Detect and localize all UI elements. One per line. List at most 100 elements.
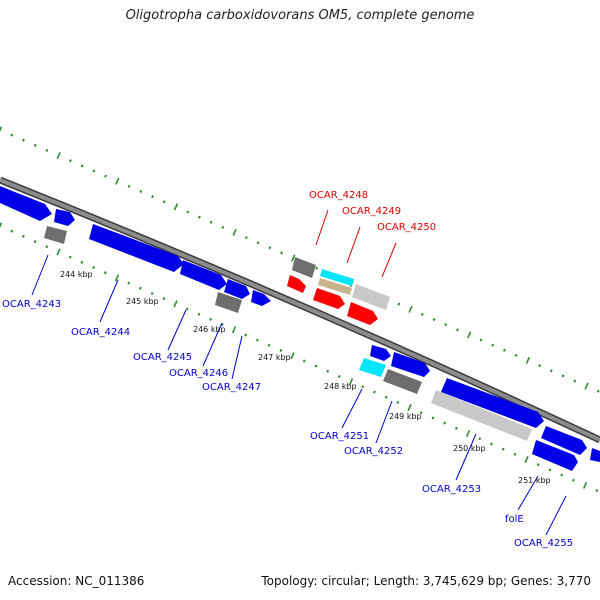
outer-track-minor-tick xyxy=(162,200,166,204)
inner-track-minor-tick xyxy=(244,333,248,337)
gene-ocar-4248-arrow[interactable] xyxy=(287,275,306,293)
outer-track-minor-tick xyxy=(397,302,401,306)
outer-track-minor-tick xyxy=(538,364,541,368)
outer-track-minor-tick xyxy=(315,266,319,270)
outer-track-minor-tick xyxy=(479,338,483,342)
gene-label-ocar-4245[interactable]: OCAR_4245 xyxy=(133,352,192,363)
inner-track-minor-tick xyxy=(197,312,201,316)
gene-ocar-4246-arrow[interactable] xyxy=(224,279,250,299)
scale-label: 247 kbp xyxy=(258,353,291,362)
inner-track-minor-tick xyxy=(302,359,306,363)
outer-track-minor-tick xyxy=(127,184,131,188)
outer-track-major-tick xyxy=(173,203,179,211)
inner-track-major-tick xyxy=(231,326,237,334)
leader-ocar-4247 xyxy=(231,335,243,380)
gene-ocar-4247-arrow[interactable] xyxy=(251,290,271,306)
gene-ocar-4253-box[interactable] xyxy=(431,390,532,441)
genome-stats-label: Topology: circular; Length: 3,745,629 bp… xyxy=(261,574,591,588)
inner-track-major-tick xyxy=(407,404,412,412)
gene-ocar-4242-arrow[interactable] xyxy=(0,186,52,221)
inner-track-minor-tick xyxy=(267,343,271,347)
outer-track-minor-tick xyxy=(45,148,49,152)
inner-track-minor-tick xyxy=(419,411,423,415)
genome-backbone xyxy=(0,176,600,444)
gene-ocar-4249-cyan[interactable] xyxy=(320,269,354,286)
outer-track-minor-tick xyxy=(573,379,577,383)
gene-ocar-4253-arrow[interactable] xyxy=(441,378,544,428)
gene-label-ocar-4251[interactable]: OCAR_4251 xyxy=(310,431,369,442)
inner-track-minor-tick xyxy=(314,364,318,368)
inner-track-minor-tick xyxy=(162,297,166,301)
gene-label-ocar-4243[interactable]: OCAR_4243 xyxy=(2,299,61,310)
gene-ocar-4251-arrow-top[interactable] xyxy=(370,345,391,361)
gene-label-fole[interactable]: folE xyxy=(505,514,524,525)
inner-track-minor-tick xyxy=(490,442,493,446)
outer-track-minor-tick xyxy=(186,210,190,214)
gene-label-ocar-4253[interactable]: OCAR_4253 xyxy=(422,484,481,495)
scale-label: 251 kbp xyxy=(518,476,551,485)
gene-label-ocar-4244[interactable]: OCAR_4244 xyxy=(71,327,130,338)
outer-track-major-tick xyxy=(56,152,61,160)
gene-ocar-4251-cyan[interactable] xyxy=(359,358,386,377)
outer-track-minor-tick xyxy=(104,174,107,178)
outer-track-minor-tick xyxy=(444,323,448,327)
gene-ocar-4243-arrow[interactable] xyxy=(54,209,75,226)
inner-track-minor-tick xyxy=(68,255,72,259)
outer-track-minor-tick xyxy=(80,164,84,168)
gene-label-ocar-4248[interactable]: OCAR_4248 xyxy=(309,190,368,201)
inner-track-minor-tick xyxy=(127,281,131,285)
gene-ocar-4249-arrow[interactable] xyxy=(313,288,345,309)
outer-track-major-tick xyxy=(291,254,296,262)
gene-ocar-4250-box[interactable] xyxy=(352,284,390,310)
inner-track-minor-tick xyxy=(513,452,517,456)
gene-ocar-4244-arrow[interactable] xyxy=(89,224,184,272)
gene-label-ocar-4252[interactable]: OCAR_4252 xyxy=(344,446,403,457)
outer-track-minor-tick xyxy=(244,236,248,240)
gene-label-ocar-4249[interactable]: OCAR_4249 xyxy=(342,206,401,217)
inner-track-major-tick xyxy=(524,455,529,463)
outer-track-minor-tick xyxy=(68,159,72,163)
gene-label-ocar-4246[interactable]: OCAR_4246 xyxy=(169,368,228,379)
gene-ocar-4249-tan[interactable] xyxy=(318,278,352,295)
leader-ocar-4244 xyxy=(99,279,119,323)
leader-ocar-4255 xyxy=(545,495,567,536)
gene-fole-arrow[interactable] xyxy=(541,426,587,455)
outer-track-minor-tick xyxy=(268,246,272,250)
gene-label-ocar-4255[interactable]: OCAR_4255 xyxy=(514,538,573,549)
gene-label-ocar-4250[interactable]: OCAR_4250 xyxy=(377,222,436,233)
outer-track-minor-tick xyxy=(151,195,154,199)
gene-ocar-4252-box[interactable] xyxy=(383,369,422,394)
inner-track-minor-tick xyxy=(103,271,107,275)
inner-track-minor-tick xyxy=(92,265,96,270)
leader-ocar-4246 xyxy=(202,322,223,367)
gene-label-ocar-4247[interactable]: OCAR_4247 xyxy=(202,382,261,393)
gene-ocar-4245-arrow[interactable] xyxy=(180,260,227,290)
gene-ocar-4250-arrow[interactable] xyxy=(347,302,378,325)
scale-labels: 244 kbp 245 kbp 246 kbp 247 kbp 248 kbp … xyxy=(60,270,551,485)
gene-ocar-4252-arrow-top[interactable] xyxy=(391,352,430,377)
inner-track-minor-tick xyxy=(431,416,435,420)
outer-track-minor-tick xyxy=(596,389,600,393)
label-leader-lines xyxy=(31,209,567,536)
outer-track-minor-tick xyxy=(92,169,96,173)
outer-tick-track xyxy=(0,126,600,393)
inner-track-major-tick xyxy=(290,352,295,360)
outer-track-minor-tick xyxy=(221,225,225,229)
gene-ocar-4246-box[interactable] xyxy=(215,292,242,313)
leader-ocar-4253 xyxy=(455,433,477,481)
outer-track-minor-tick xyxy=(198,215,201,219)
gene-ocar-4255-arrow[interactable] xyxy=(590,448,600,462)
gene-ocar-4243-box[interactable] xyxy=(44,226,67,244)
inner-track-minor-tick xyxy=(337,374,341,378)
inner-track-minor-tick xyxy=(33,240,37,244)
scale-label: 246 kbp xyxy=(193,325,226,334)
inner-track-major-tick xyxy=(348,378,354,386)
outer-track-minor-tick xyxy=(432,318,436,322)
outer-track-major-tick xyxy=(0,126,3,132)
leader-fole xyxy=(517,475,539,511)
gene-ocar-4248-box[interactable] xyxy=(292,257,316,278)
inner-track-minor-tick xyxy=(209,317,213,321)
inner-track-major-tick xyxy=(173,300,178,308)
gene-fole-box[interactable] xyxy=(532,440,578,471)
